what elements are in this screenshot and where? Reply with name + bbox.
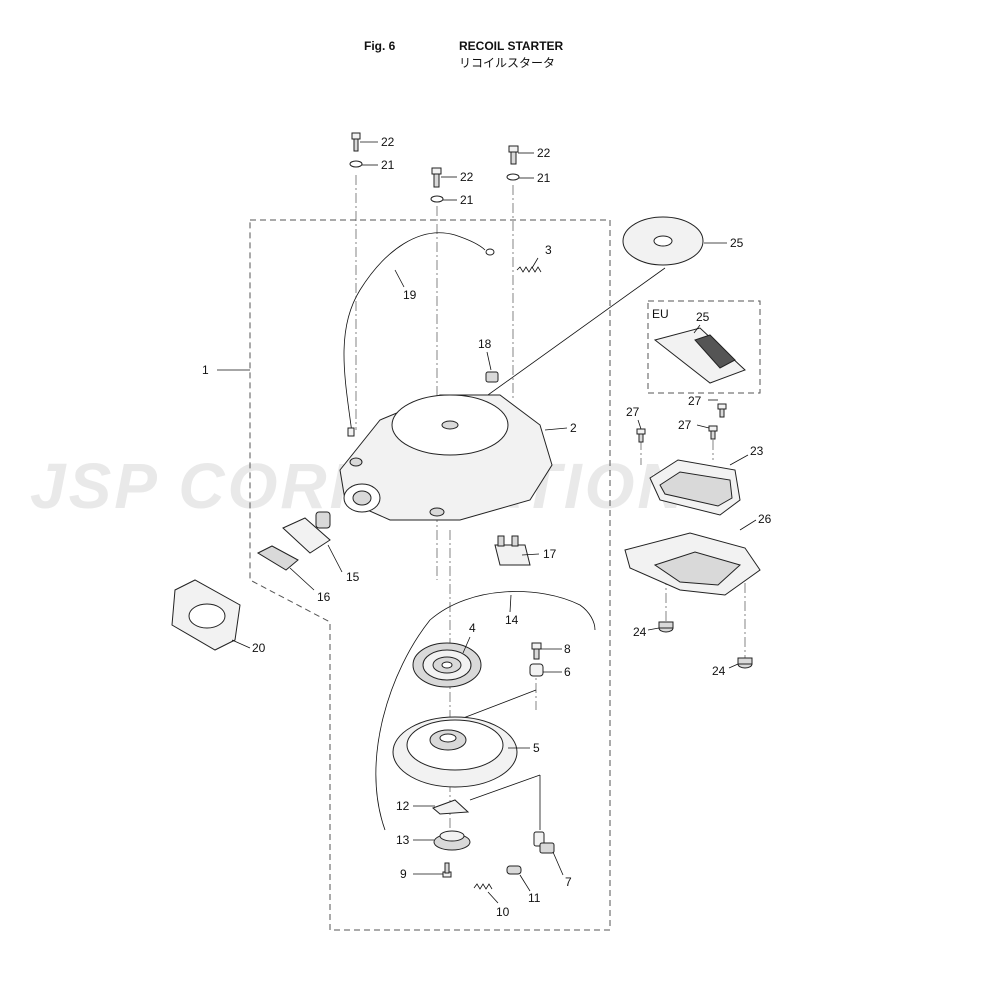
- spiral-spring-4: [412, 642, 482, 688]
- callout-10: 10: [496, 905, 510, 919]
- spring-3: [516, 266, 542, 273]
- collar-6: [529, 663, 544, 677]
- callout-7: 7: [565, 875, 572, 889]
- callout-24: 24: [633, 625, 647, 639]
- bolt-22-right: [508, 145, 519, 165]
- callout-3: 3: [545, 243, 552, 257]
- callout-20: 20: [252, 641, 266, 655]
- callout-14: 14: [505, 613, 519, 627]
- callout-24: 24: [712, 664, 726, 678]
- callout-22: 22: [460, 170, 474, 184]
- decal-25-hole: [653, 235, 673, 247]
- spring-10: [473, 883, 493, 890]
- screw-8: [531, 642, 542, 660]
- leader-lines: [217, 141, 757, 904]
- callout-9: 9: [400, 867, 407, 881]
- callout-22: 22: [381, 135, 395, 149]
- callout-27: 27: [626, 405, 640, 419]
- eu-label-25-stripe: [694, 334, 736, 369]
- callout-4: 4: [469, 621, 476, 635]
- callout-2: 2: [570, 421, 577, 435]
- callout-16: 16: [317, 590, 331, 604]
- callout-25: 25: [730, 236, 744, 250]
- screw-9: [442, 862, 452, 878]
- callout-25: 25: [696, 310, 710, 324]
- rope-14: [375, 591, 596, 831]
- grip-16: [256, 545, 299, 571]
- starter-housing-2: [339, 394, 553, 521]
- rubber-foot-24-left: [658, 621, 674, 633]
- bolt-22-left: [351, 132, 361, 152]
- callout-21: 21: [381, 158, 395, 172]
- bolt-27-right: [708, 425, 718, 440]
- starter-handle-15: [282, 511, 331, 554]
- bracket-17: [494, 535, 531, 566]
- bolt-27-right-top: [717, 403, 727, 418]
- washer-21-left: [349, 160, 363, 168]
- callout-21: 21: [537, 171, 551, 185]
- rubber-foot-24-right: [737, 657, 753, 669]
- cable-19-tip: [347, 427, 355, 437]
- callout-18: 18: [478, 337, 492, 351]
- figure-number: Fig. 6: [364, 39, 396, 53]
- callout-19: 19: [403, 288, 417, 302]
- callout-5: 5: [533, 741, 540, 755]
- callout-17: 17: [543, 547, 557, 561]
- axis-line: [459, 267, 666, 416]
- callout-1: 1: [202, 363, 209, 377]
- clip-18: [485, 371, 499, 383]
- bolt-22-middle: [431, 167, 442, 188]
- callout-21: 21: [460, 193, 474, 207]
- spring-11: [506, 865, 522, 875]
- eu-variant-box: [647, 300, 761, 394]
- cable-19: [343, 232, 486, 434]
- callout-11: 11: [528, 891, 541, 905]
- callout-22: 22: [537, 146, 551, 160]
- cap-13: [433, 830, 471, 851]
- callout-15: 15: [346, 570, 360, 584]
- reel-5: [392, 716, 518, 788]
- ratchet-7: [533, 831, 555, 854]
- assembly-boundary: [249, 219, 611, 931]
- eu-label-25: [653, 327, 746, 384]
- plate-12: [432, 799, 470, 815]
- eu-label: EU: [652, 307, 669, 321]
- bolt-27-left: [636, 428, 646, 443]
- callout-13: 13: [396, 833, 410, 847]
- callout-8: 8: [564, 642, 571, 656]
- guard-26: [624, 532, 761, 596]
- callout-23: 23: [750, 444, 764, 458]
- cover-23: [649, 459, 741, 516]
- callout-27: 27: [688, 394, 702, 408]
- washer-21-middle: [430, 195, 444, 203]
- cable-19-end: [485, 248, 495, 256]
- diagram-title-japanese: リコイルスタータ: [459, 56, 556, 70]
- axis-line: [469, 774, 541, 801]
- washer-21-right: [506, 173, 520, 181]
- gasket-20: [171, 579, 241, 651]
- callout-6: 6: [564, 665, 571, 679]
- callout-27: 27: [678, 418, 692, 432]
- callout-26: 26: [758, 512, 772, 526]
- callout-12: 12: [396, 799, 410, 813]
- diagram-title: RECOIL STARTER: [459, 39, 564, 53]
